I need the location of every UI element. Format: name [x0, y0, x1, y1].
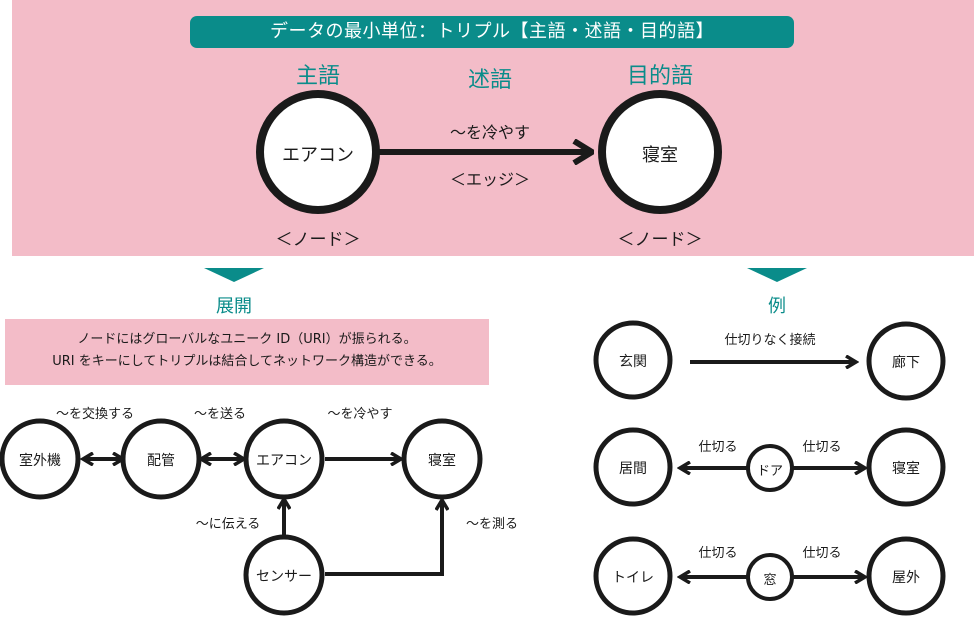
ex3-to-label: 屋外	[892, 570, 920, 586]
edge-tell-label: 〜に伝える	[195, 517, 261, 532]
subject-heading: 主語	[295, 64, 340, 89]
expansion-note: ノードにはグローバルなユニーク ID（URI）が振られる。 URI をキーにして…	[5, 319, 489, 385]
ex2-left-label: 仕切る	[698, 440, 738, 455]
edge-measure-label: 〜を測る	[465, 517, 518, 532]
ex2-right-label: 仕切る	[802, 440, 842, 455]
edge-caption: ＜エッジ＞	[449, 170, 530, 189]
node-aircon-circle	[243, 418, 325, 500]
edge-exchange-label: 〜を交換する	[55, 407, 134, 422]
ex3-middle-label: 窓	[763, 573, 777, 588]
ex1-from-circle	[593, 320, 673, 400]
ex3-right-label: 仕切る	[802, 546, 842, 561]
object-node-label: 寝室	[642, 145, 678, 166]
expansion-heading: 展開	[216, 296, 252, 317]
ex2-middle-circle	[746, 444, 794, 492]
node-piping-circle	[120, 418, 202, 500]
ex2-to-circle	[866, 427, 946, 507]
object-heading: 目的語	[626, 64, 693, 89]
ex2-middle-label: ドア	[756, 464, 783, 479]
node-sensor-label: センサー	[256, 569, 312, 585]
predicate-label: 〜を冷やす	[449, 123, 530, 142]
node-piping-label: 配管	[147, 453, 175, 469]
subject-node-caption: ＜ノード＞	[275, 230, 361, 250]
ex3-from-circle	[593, 536, 673, 616]
node-bedroom-label: 寝室	[428, 453, 456, 469]
note-line-2: URI をキーにしてトリプルは結合してネットワーク構造ができる。	[52, 354, 442, 369]
node-aircon-label: エアコン	[256, 453, 312, 469]
ex3-left-label: 仕切る	[698, 546, 738, 561]
node-outdoor-circle	[0, 418, 81, 500]
node-sensor-circle	[243, 534, 325, 616]
subject-node-label: エアコン	[282, 145, 354, 166]
ex3-middle-circle	[746, 553, 794, 601]
ex3-from-label: トイレ	[612, 570, 654, 586]
ex1-edge-label: 仕切りなく接続	[724, 333, 816, 348]
ex1-from-label: 玄関	[619, 354, 647, 370]
ex1-to-label: 廊下	[892, 355, 920, 371]
ex2-from-circle	[593, 427, 673, 507]
expand-arrow-left	[204, 268, 264, 282]
ex2-to-label: 寝室	[892, 461, 920, 477]
subject-node-circle	[256, 90, 380, 214]
example-heading: 例	[768, 296, 786, 317]
predicate-heading: 述語	[467, 68, 512, 93]
expand-arrow-right	[747, 268, 807, 282]
edge-sensor-bedroom	[325, 500, 442, 576]
edge-send-label: 〜を送る	[193, 407, 246, 422]
ex1-to-circle	[866, 321, 946, 401]
edge-cool-label: 〜を冷やす	[327, 407, 393, 422]
node-bedroom-circle	[401, 418, 483, 500]
page-title: データの最小単位：トリプル【主語・述語・目的語】	[190, 16, 794, 48]
object-node-caption: ＜ノード＞	[617, 230, 703, 250]
object-node-circle	[598, 90, 722, 214]
ex2-from-label: 居間	[619, 461, 647, 477]
ex3-to-circle	[866, 536, 946, 616]
note-line-1: ノードにはグローバルなユニーク ID（URI）が振られる。	[77, 332, 417, 347]
node-outdoor-label: 室外機	[19, 453, 61, 469]
